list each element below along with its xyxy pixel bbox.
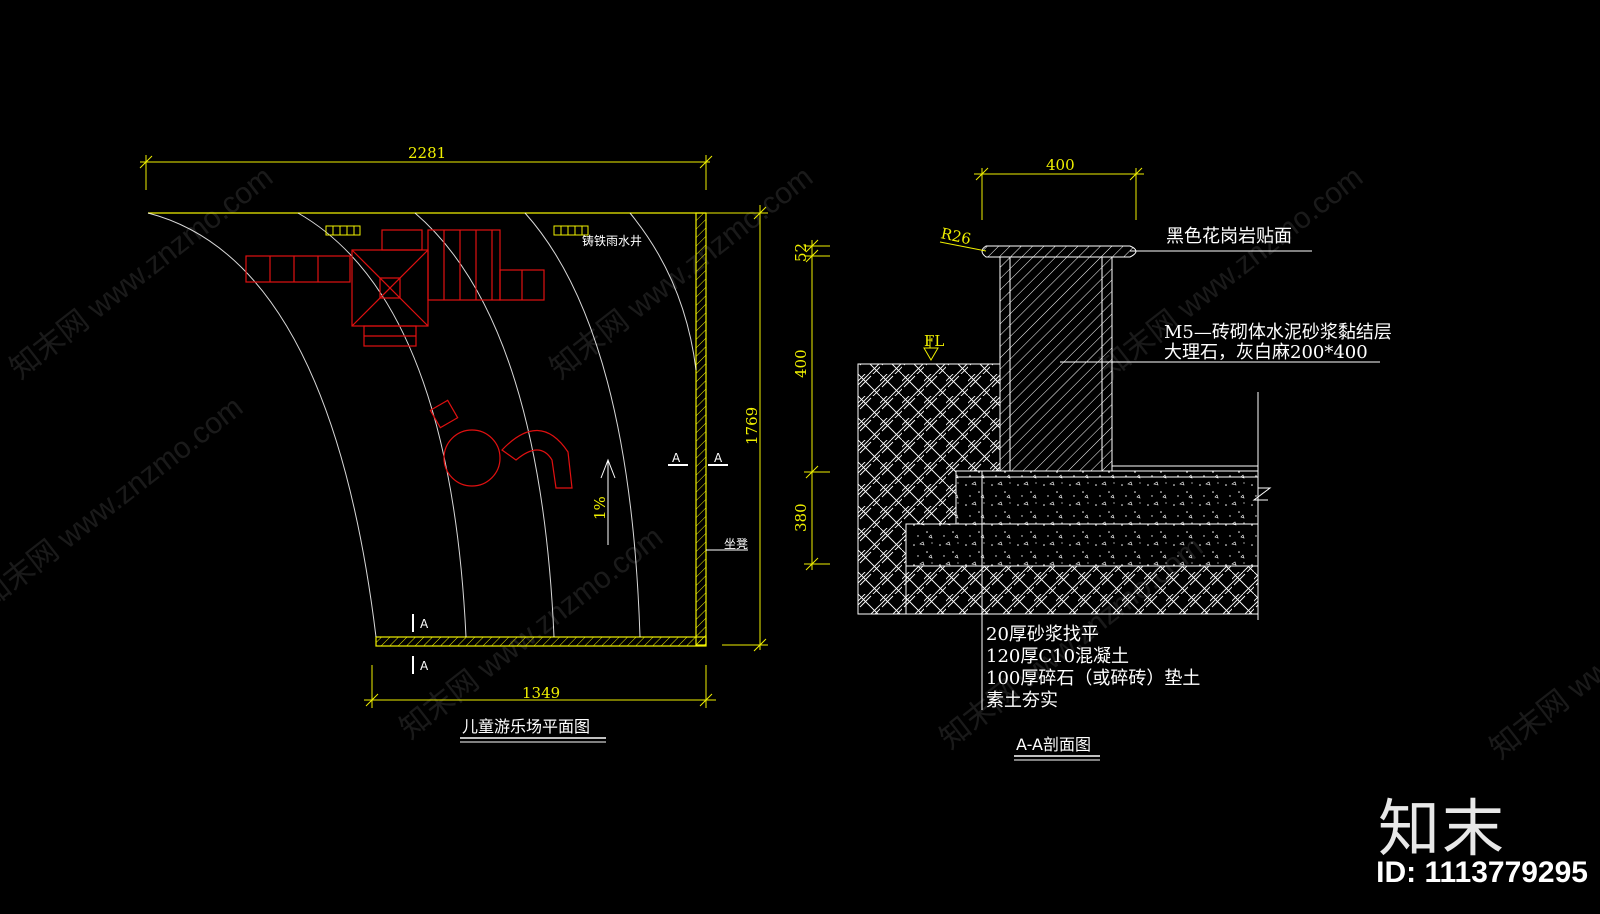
note-bottom-1: 20厚砂浆找平 [986,624,1099,645]
section-leaders [981,250,1380,710]
plan-title: 儿童游乐场平面图 [462,717,590,736]
granite-cap [981,245,1137,258]
section-dim-left-3: 380 [792,503,810,532]
fl-marker-icon [923,336,939,361]
plan-dimension-bottom [364,665,716,708]
plan-boundary [148,212,707,647]
section-dim-top-text: 400 [1046,156,1075,174]
plan-paving-curves [147,212,697,638]
playground-plan: 2281 1769 1349 [139,144,768,743]
plan-dim-bottom-text: 1349 [522,684,560,702]
note-mid-2: 大理石，灰白麻200*400 [1164,342,1368,363]
section-dim-left-1: 52 [792,243,810,262]
play-structure-icon [245,229,545,347]
section-a-label: A [714,451,723,465]
watermark: 知末网 www.znzmo.com [4,160,279,385]
soil-bottom [905,565,1259,615]
gravel-layer [905,523,1259,567]
brick-wall [999,256,1113,472]
plan-dim-top-text: 2281 [408,144,446,162]
section-title: A-A剖面图 [1016,735,1091,754]
image-id: ID: 1113779295 [1376,856,1588,889]
concrete-layer [955,470,1259,525]
drain-label: 铸铁雨水井 [582,233,642,248]
section-a-label: A [420,659,429,673]
watermark: 知末网 www.znzmo.com [544,160,819,385]
bench-label: 坐凳 [724,536,748,551]
section-dimension-top [974,167,1144,220]
fl-label: FL [924,332,944,350]
section-a-label: A [420,617,429,631]
watermark: 知末网 www.znzmo.com [0,390,249,615]
watermark: 知末网 www.znzmo.com [394,520,669,745]
note-bottom-2: 120厚C10混凝土 [986,646,1129,667]
plan-dim-right-text: 1769 [743,407,761,445]
plan-dimension-top [139,155,713,190]
note-mid-1: M5—砖砌体水泥砂浆黏结层 [1164,322,1392,343]
note-bottom-4: 素土夯实 [986,690,1058,711]
note-top: 黑色花岗岩贴面 [1166,226,1292,247]
note-bottom-3: 100厚碎石（或碎砖）垫土 [986,668,1200,689]
radius-label: R26 [939,224,972,248]
slope-label: 1% [591,496,609,520]
watermark: 知末网 www.znzmo.com [1484,540,1600,765]
section-a-label: A [672,451,681,465]
section-dimension-left [804,239,830,571]
section-marker-icon [412,464,728,674]
slide-equipment-icon [429,399,573,489]
section-dim-left-2: 400 [792,349,810,378]
section-view: 400 52 400 380 R26 [792,156,1392,761]
brand-logo: 知末 [1377,792,1506,865]
drain-grate-icon [325,225,589,236]
slope-arrow-icon [600,458,616,545]
